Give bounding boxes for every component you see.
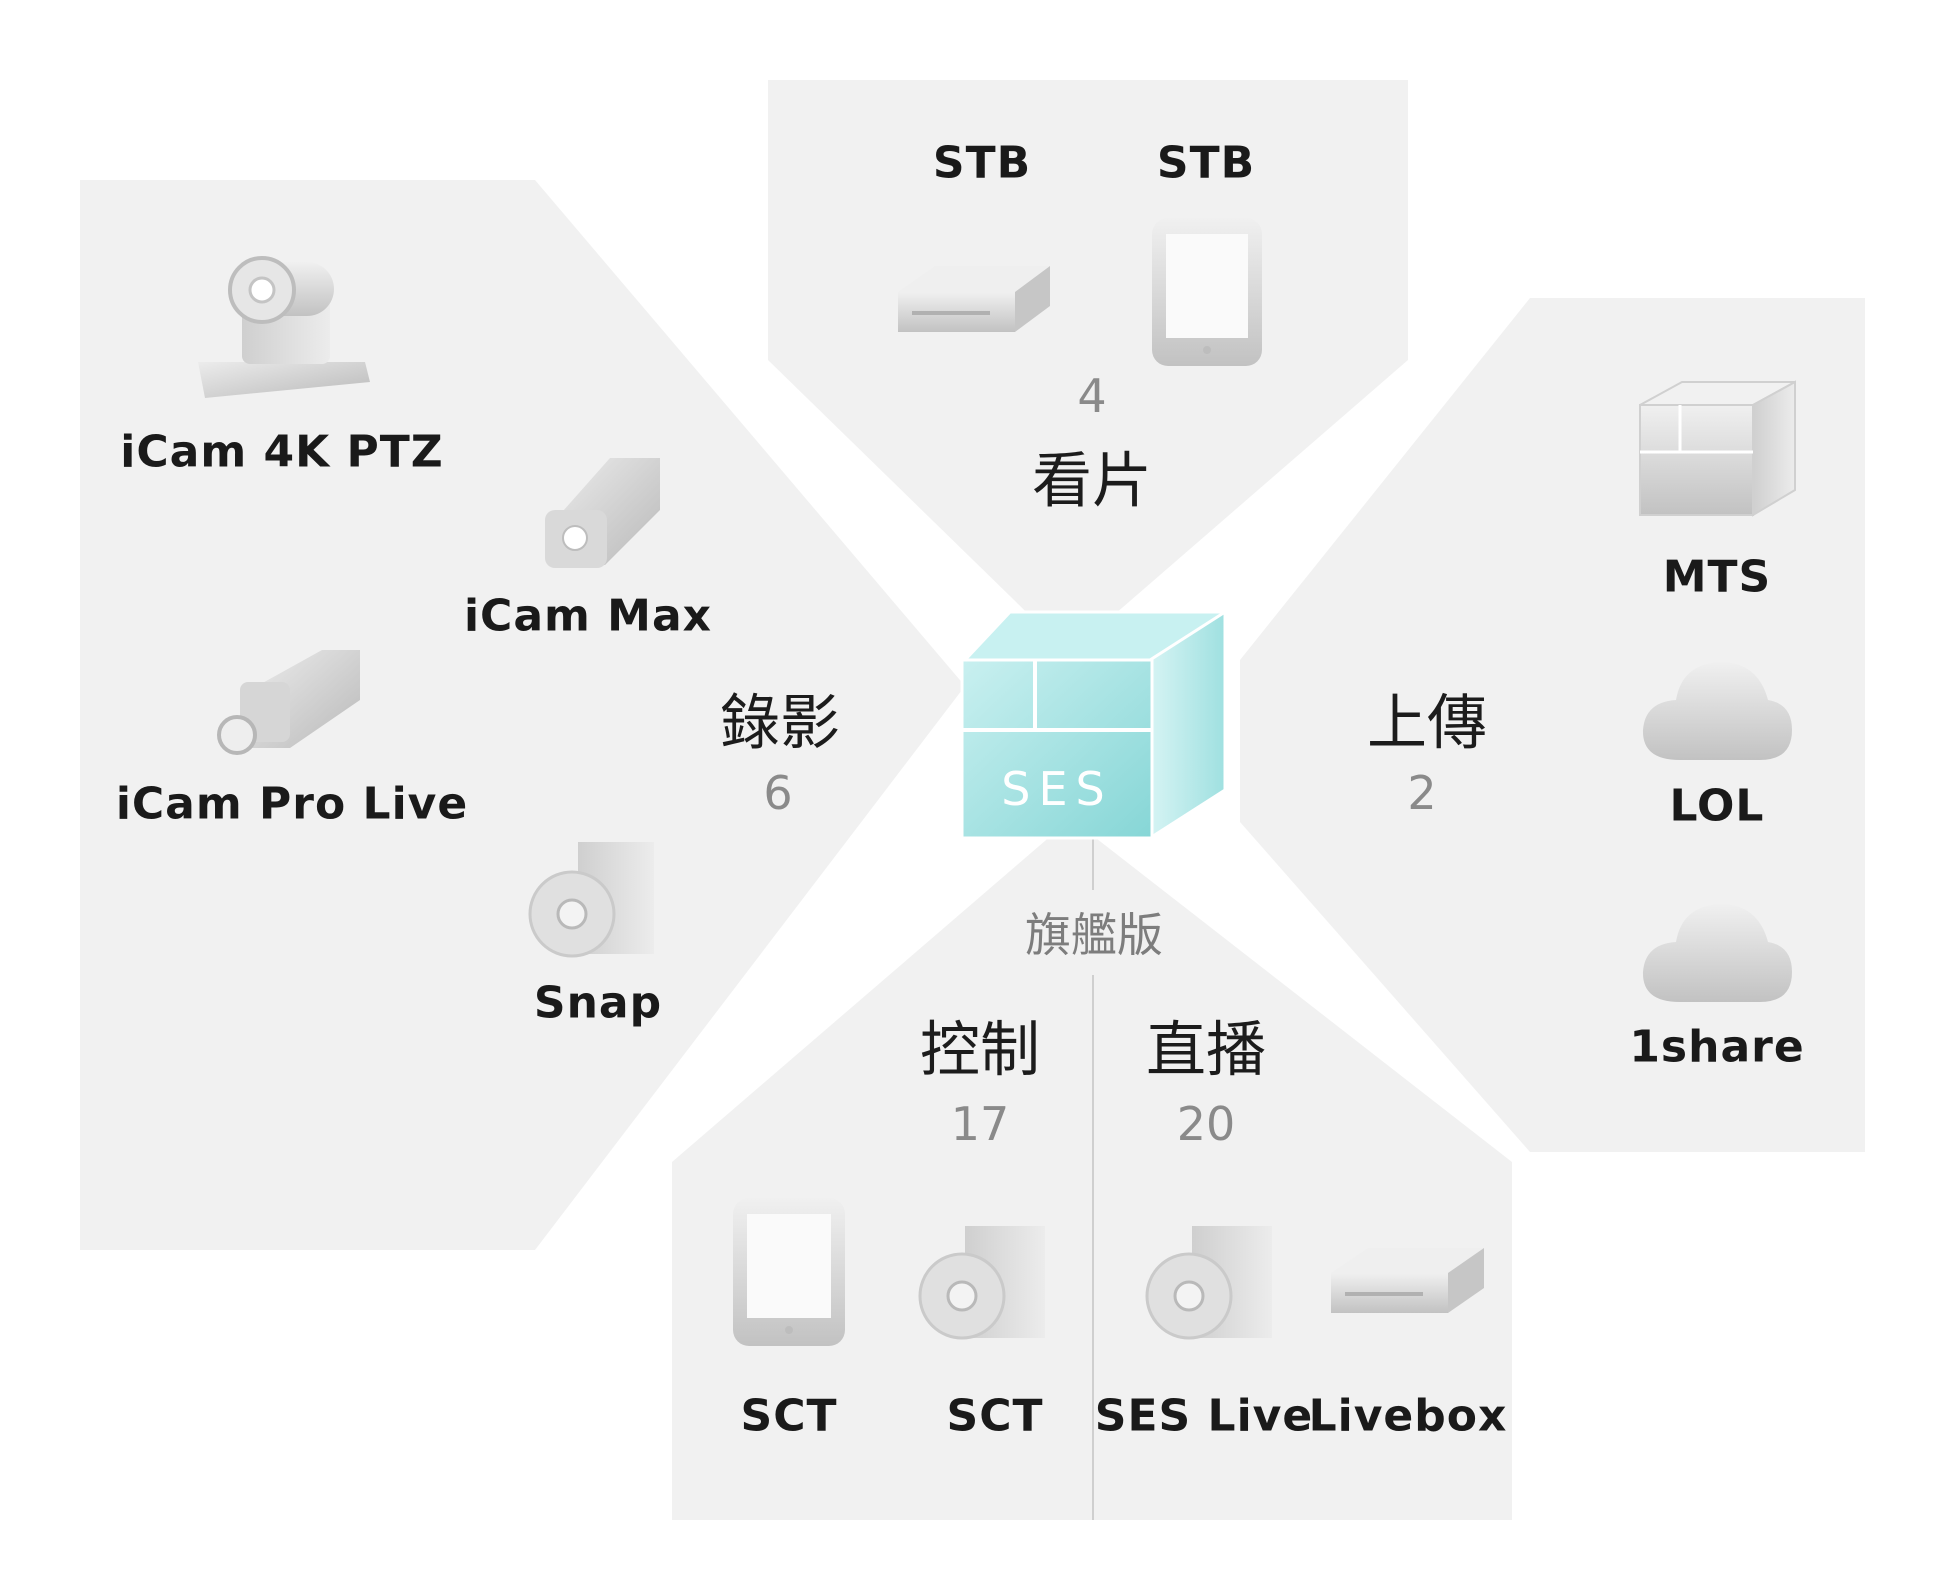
viewing-count: 4 — [1077, 369, 1107, 423]
ptz-camera-icon — [198, 256, 370, 398]
set-top-box-icon — [898, 266, 1050, 332]
recording-category-title: 錄影 — [720, 688, 840, 759]
software-disc-icon — [1145, 1226, 1272, 1340]
box-camera-icon — [545, 458, 660, 568]
live-count: 20 — [1176, 1097, 1236, 1151]
cloud-icon — [1642, 904, 1792, 1002]
device-label: MTS — [1662, 551, 1772, 603]
hub-label: SES — [1001, 762, 1113, 816]
tablet-icon — [1152, 218, 1262, 366]
software-disc-icon — [918, 1226, 1045, 1340]
tablet-icon — [733, 1198, 845, 1346]
device-label: SCT — [946, 1390, 1044, 1442]
viewing-panel — [768, 80, 1408, 640]
ses-hub-cube — [960, 609, 1229, 841]
recording-panel — [80, 180, 965, 1250]
control-category-title: 控制 — [920, 1015, 1040, 1086]
device-label: Snap — [533, 977, 663, 1029]
viewing-category-title: 看片 — [1032, 446, 1152, 517]
device-label: iCam Max — [463, 590, 713, 642]
recording-count: 6 — [763, 766, 793, 820]
server-box-icon — [1639, 380, 1796, 517]
live-category-title: 直播 — [1146, 1015, 1266, 1086]
set-top-box-icon — [1331, 1248, 1484, 1313]
cloud-icon — [1642, 662, 1792, 760]
device-label: STB — [932, 137, 1032, 189]
bullet-camera-icon — [217, 650, 360, 755]
upload-category-title: 上傳 — [1367, 688, 1487, 759]
software-disc-icon — [528, 842, 654, 958]
device-label: iCam Pro Live — [115, 778, 469, 830]
device-label: SES Live — [1094, 1390, 1314, 1442]
edition-label: 旗艦版 — [1025, 908, 1163, 962]
upload-count: 2 — [1407, 766, 1437, 820]
device-label: STB — [1156, 137, 1256, 189]
device-label: iCam 4K PTZ — [120, 426, 444, 478]
device-label: 1share — [1629, 1021, 1805, 1073]
device-label: SCT — [740, 1390, 838, 1442]
control-count: 17 — [950, 1097, 1010, 1151]
device-label: LOL — [1669, 780, 1765, 832]
device-label: Livebox — [1308, 1390, 1508, 1442]
